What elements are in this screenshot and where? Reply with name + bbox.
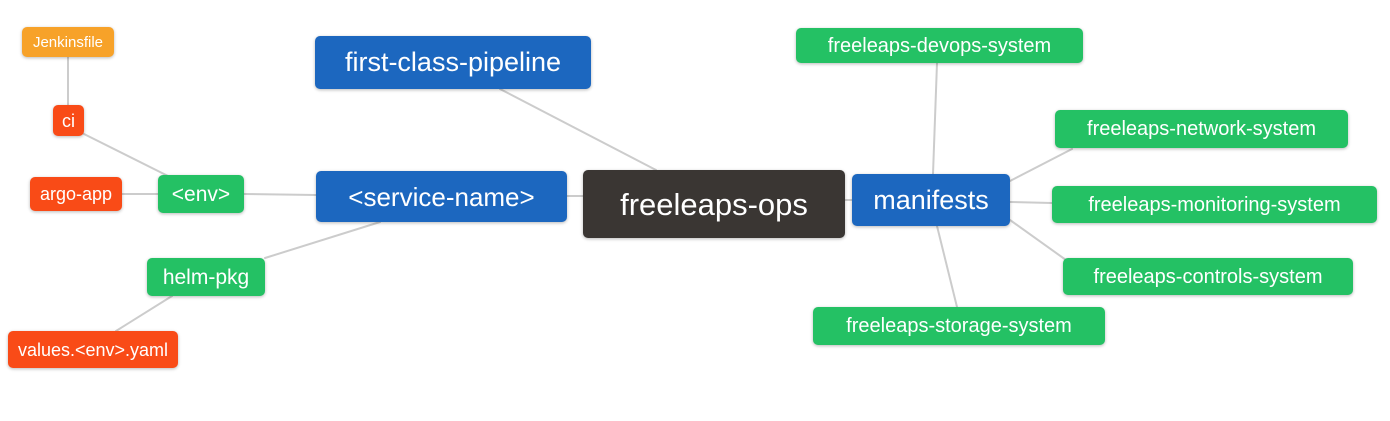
- node-freeleaps-network-system[interactable]: freeleaps-network-system: [1055, 110, 1348, 148]
- edge-service-name-to-helm-pkg: [264, 221, 381, 259]
- edge-helm-pkg-to-values-env-yaml: [115, 295, 173, 332]
- edge-manifests-to-freeleaps-monitoring-system: [1009, 201, 1053, 204]
- node-freeleaps-ops[interactable]: freeleaps-ops: [583, 170, 845, 238]
- node-freeleaps-devops-system[interactable]: freeleaps-devops-system: [796, 28, 1083, 63]
- edge-first-class-pipeline-to-freeleaps-ops: [499, 88, 657, 171]
- node-values-env-yaml[interactable]: values.<env>.yaml: [8, 331, 178, 368]
- edge-manifests-to-freeleaps-storage-system: [936, 225, 958, 308]
- edge-manifests-to-freeleaps-controls-system: [1009, 219, 1067, 261]
- node-manifests[interactable]: manifests: [852, 174, 1010, 226]
- node-argo-app[interactable]: argo-app: [30, 177, 122, 211]
- edge-env-to-service-name: [243, 193, 317, 196]
- node-ci[interactable]: ci: [53, 105, 84, 136]
- node-service-name[interactable]: <service-name>: [316, 171, 567, 222]
- node-jenkinsfile[interactable]: Jenkinsfile: [22, 27, 114, 57]
- edge-ci-to-env: [83, 133, 169, 177]
- node-env[interactable]: <env>: [158, 175, 244, 213]
- node-helm-pkg[interactable]: helm-pkg: [147, 258, 265, 296]
- edge-freeleaps-devops-system-to-manifests: [932, 62, 938, 175]
- node-freeleaps-storage-system[interactable]: freeleaps-storage-system: [813, 307, 1105, 345]
- node-first-class-pipeline[interactable]: first-class-pipeline: [315, 36, 591, 89]
- node-freeleaps-monitoring-system[interactable]: freeleaps-monitoring-system: [1052, 186, 1377, 223]
- node-freeleaps-controls-system[interactable]: freeleaps-controls-system: [1063, 258, 1353, 295]
- edge-manifests-to-freeleaps-network-system: [1009, 148, 1073, 182]
